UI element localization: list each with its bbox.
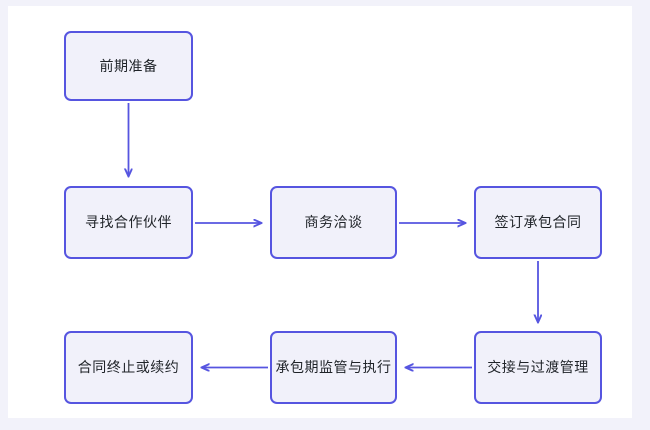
node-prep-label: 前期准备 xyxy=(99,57,158,74)
node-contract[interactable]: 签订承包合同 xyxy=(474,186,602,259)
node-prep[interactable]: 前期准备 xyxy=(64,31,193,101)
node-handover-label: 交接与过渡管理 xyxy=(487,359,589,376)
node-handover[interactable]: 交接与过渡管理 xyxy=(474,331,602,404)
node-negotiate-label: 商务洽谈 xyxy=(304,214,363,231)
node-terminate[interactable]: 合同终止或续约 xyxy=(64,331,193,404)
node-partner-label: 寻找合作伙伴 xyxy=(85,214,172,231)
node-supervise-label: 承包期监管与执行 xyxy=(275,359,392,376)
node-supervise[interactable]: 承包期监管与执行 xyxy=(270,331,397,404)
node-negotiate[interactable]: 商务洽谈 xyxy=(270,186,397,259)
node-terminate-label: 合同终止或续约 xyxy=(77,359,180,376)
node-contract-label: 签订承包合同 xyxy=(494,214,582,231)
node-partner[interactable]: 寻找合作伙伴 xyxy=(64,186,193,259)
